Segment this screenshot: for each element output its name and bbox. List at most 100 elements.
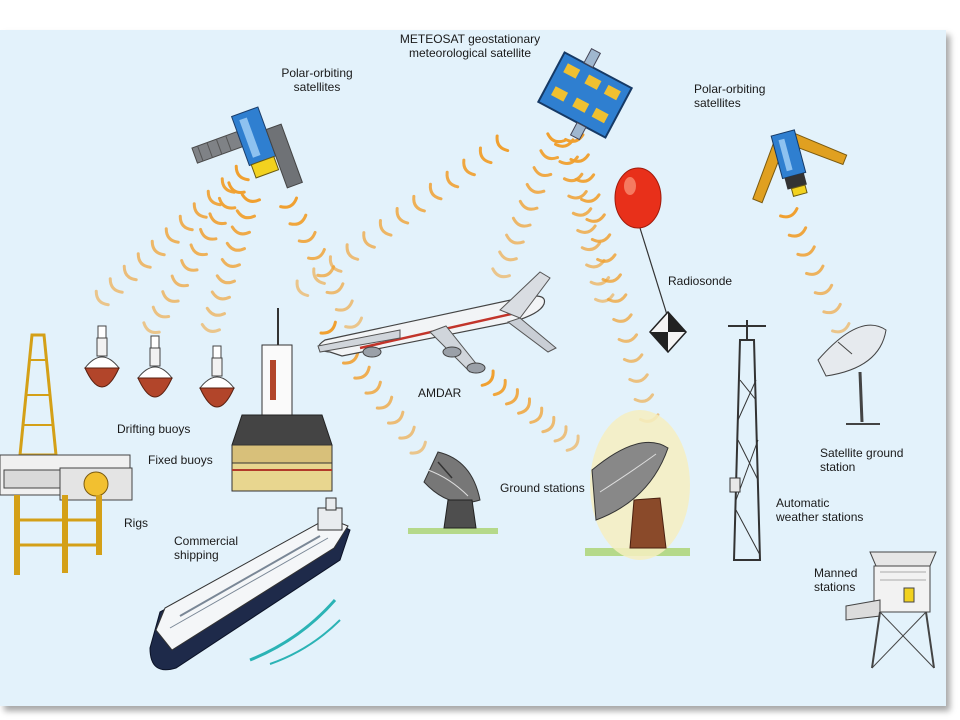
- signal-arc: [362, 231, 376, 249]
- signal-arc: [796, 245, 816, 257]
- signal-arc: [571, 207, 593, 217]
- signal-arc: [378, 219, 393, 237]
- commercial-shipping-label-line1: Commercial: [174, 534, 239, 548]
- signal-arc: [813, 283, 834, 296]
- signal-arc: [312, 267, 326, 285]
- satellite-ground-station-label-line1: Satellite ground: [820, 446, 904, 460]
- signal-arc: [206, 189, 222, 207]
- signal-arc: [328, 255, 343, 273]
- signal-arc: [564, 133, 585, 143]
- meteosat-label-line1: METEOSAT geostationary: [399, 32, 541, 46]
- amdar-label: AMDAR: [418, 386, 462, 400]
- signal-arc: [136, 252, 152, 269]
- signal-arc: [574, 173, 596, 183]
- signal-arc: [230, 225, 251, 236]
- signal-arc: [567, 190, 588, 200]
- signal-arc: [539, 149, 560, 161]
- signal-arc: [170, 274, 190, 288]
- signal-arc: [622, 353, 644, 363]
- signal-arc: [205, 306, 226, 317]
- signal-arc: [558, 155, 579, 165]
- signal-arc: [225, 241, 246, 252]
- automatic-weather-stations-label: Automatic weather stations: [776, 496, 863, 524]
- signal-arc: [787, 226, 808, 238]
- polar-left-label: Polar-orbiting satellites: [262, 66, 372, 94]
- manned-stations-label-line1: Manned: [814, 566, 858, 580]
- signal-arc: [199, 227, 218, 241]
- signal-arc: [596, 253, 617, 263]
- signal-arc: [505, 233, 525, 245]
- commercial-shipping-label-line2: shipping: [174, 548, 219, 562]
- signal-arc: [445, 170, 460, 189]
- automatic-weather-tower: [728, 320, 766, 561]
- meteosat-label: METEOSAT geostationary meteorological sa…: [380, 32, 560, 60]
- signal-arc: [288, 213, 308, 226]
- signal-arc: [94, 289, 110, 307]
- commercial-ship: [149, 497, 351, 671]
- automatic-weather-stations-label-line2: weather stations: [776, 510, 864, 524]
- signal-arc: [589, 276, 611, 286]
- signal-arc: [831, 322, 851, 334]
- signal-arc: [364, 380, 382, 395]
- signal-arc: [235, 209, 256, 220]
- signal-arc: [504, 388, 519, 406]
- signal-arc: [151, 305, 171, 319]
- manned-stations-label: Manned stations: [814, 566, 857, 594]
- signal-arc: [822, 302, 842, 315]
- signal-arc: [387, 410, 405, 425]
- signal-arc: [227, 181, 246, 194]
- signal-arc: [342, 350, 360, 365]
- signal-arc: [606, 293, 628, 303]
- signal-arc: [525, 182, 546, 194]
- signal-arc: [108, 277, 124, 294]
- rigs-label: Rigs: [124, 516, 149, 530]
- signal-arc: [122, 264, 138, 282]
- signal-arc: [142, 321, 161, 334]
- signal-arc: [562, 172, 584, 183]
- signal-arc: [220, 177, 236, 194]
- signal-arc: [580, 241, 602, 252]
- radiosonde: [614, 167, 688, 354]
- polar-left-label-line1: Polar-orbiting: [281, 66, 353, 80]
- polar-satellite-right: [752, 129, 848, 204]
- signal-arc: [580, 193, 601, 203]
- polar-right-label: Polar-orbiting satellites: [694, 82, 765, 110]
- satellite-ground-station-label-line2: station: [820, 460, 856, 474]
- meteosat-satellite: [536, 47, 634, 141]
- signal-arc: [518, 199, 539, 211]
- signal-arc: [375, 395, 394, 410]
- signal-arc: [279, 196, 298, 209]
- ground-station-2: [585, 410, 690, 560]
- satellite-ground-dish: [817, 324, 887, 425]
- signal-arc: [398, 425, 416, 440]
- signal-arc: [541, 415, 556, 434]
- radiosonde-label: Radiosonde: [668, 274, 733, 288]
- polar-left-label-line2: satellites: [293, 80, 341, 94]
- signal-arc: [779, 207, 799, 219]
- signal-arc: [585, 213, 606, 223]
- signal-arc: [217, 196, 237, 210]
- ground-stations-label: Ground stations: [500, 481, 585, 495]
- diagram-panel: METEOSAT geostationary meteorological sa…: [0, 30, 946, 706]
- signal-arc: [325, 282, 345, 295]
- signal-arc: [511, 216, 532, 228]
- signal-arc: [633, 393, 655, 403]
- signal-arc: [495, 134, 510, 153]
- signal-arc: [491, 267, 511, 279]
- signal-arc: [617, 333, 639, 343]
- polar-satellite-left: [191, 106, 303, 189]
- drifting-buoys-label: Drifting buoys: [117, 422, 191, 436]
- signal-arc: [409, 440, 427, 455]
- signal-arc: [164, 227, 180, 244]
- signal-arc: [612, 313, 633, 323]
- fixed-buoys-label: Fixed buoys: [148, 453, 213, 467]
- signal-arc: [532, 166, 553, 177]
- signal-arc: [192, 202, 208, 219]
- signal-arc: [462, 158, 476, 177]
- meteosat-label-line2: meteorological satellite: [408, 46, 532, 60]
- signal-arc: [546, 132, 566, 144]
- signal-arc: [150, 239, 166, 257]
- signal-arc: [553, 425, 568, 443]
- signal-arc: [215, 274, 236, 285]
- polar-right-label-line2: satellites: [694, 96, 741, 110]
